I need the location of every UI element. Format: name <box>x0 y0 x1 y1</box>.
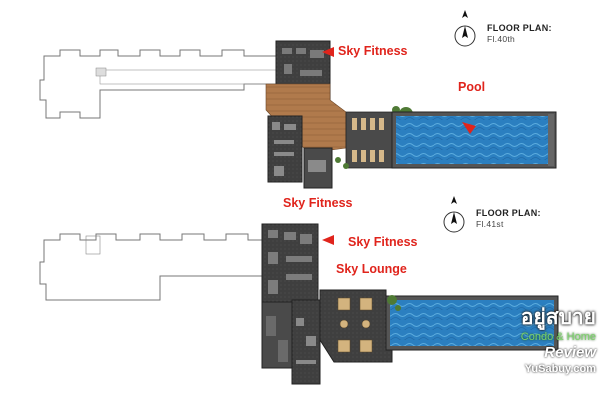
sky-lounge-area <box>319 289 393 363</box>
north-arrow-icon <box>454 10 476 47</box>
lounge-furniture <box>337 297 373 353</box>
callout-sky-fitness-top: Sky Fitness <box>338 44 408 58</box>
plan-fl41 <box>39 223 559 385</box>
callout-pool: Pool <box>458 80 486 94</box>
callout-sky-fitness-lower: Sky Fitness <box>348 235 418 249</box>
north-arrow-icon-lower <box>443 196 465 233</box>
floor-plan-label-41: FLOOR PLAN: Fl.41st <box>476 208 541 230</box>
callout-sky-fitness-mid: Sky Fitness <box>283 196 353 210</box>
watermark-thai: อยู่สบาย <box>520 306 596 329</box>
callout-arrows <box>322 47 476 245</box>
watermark-logo: อยู่สบาย Condo & Home Review YuSabuy.com <box>500 306 596 398</box>
callout-sky-lounge: Sky Lounge <box>336 262 407 276</box>
floor-plan-label-40: FLOOR PLAN: Fl.40th <box>487 23 552 45</box>
left-wing-outline-lower <box>39 233 265 301</box>
watermark-line2: Review <box>544 344 596 361</box>
floor-plan-heading: FLOOR PLAN: <box>476 208 541 218</box>
floor-plan-floor: Fl.41st <box>476 219 504 229</box>
plan-fl40 <box>39 40 557 189</box>
watermark-line3: YuSabuy.com <box>524 363 596 375</box>
floor-plan-floor: Fl.40th <box>487 34 516 44</box>
watermark-line1: Condo & Home <box>520 331 596 343</box>
floor-plan-heading: FLOOR PLAN: <box>487 23 552 33</box>
